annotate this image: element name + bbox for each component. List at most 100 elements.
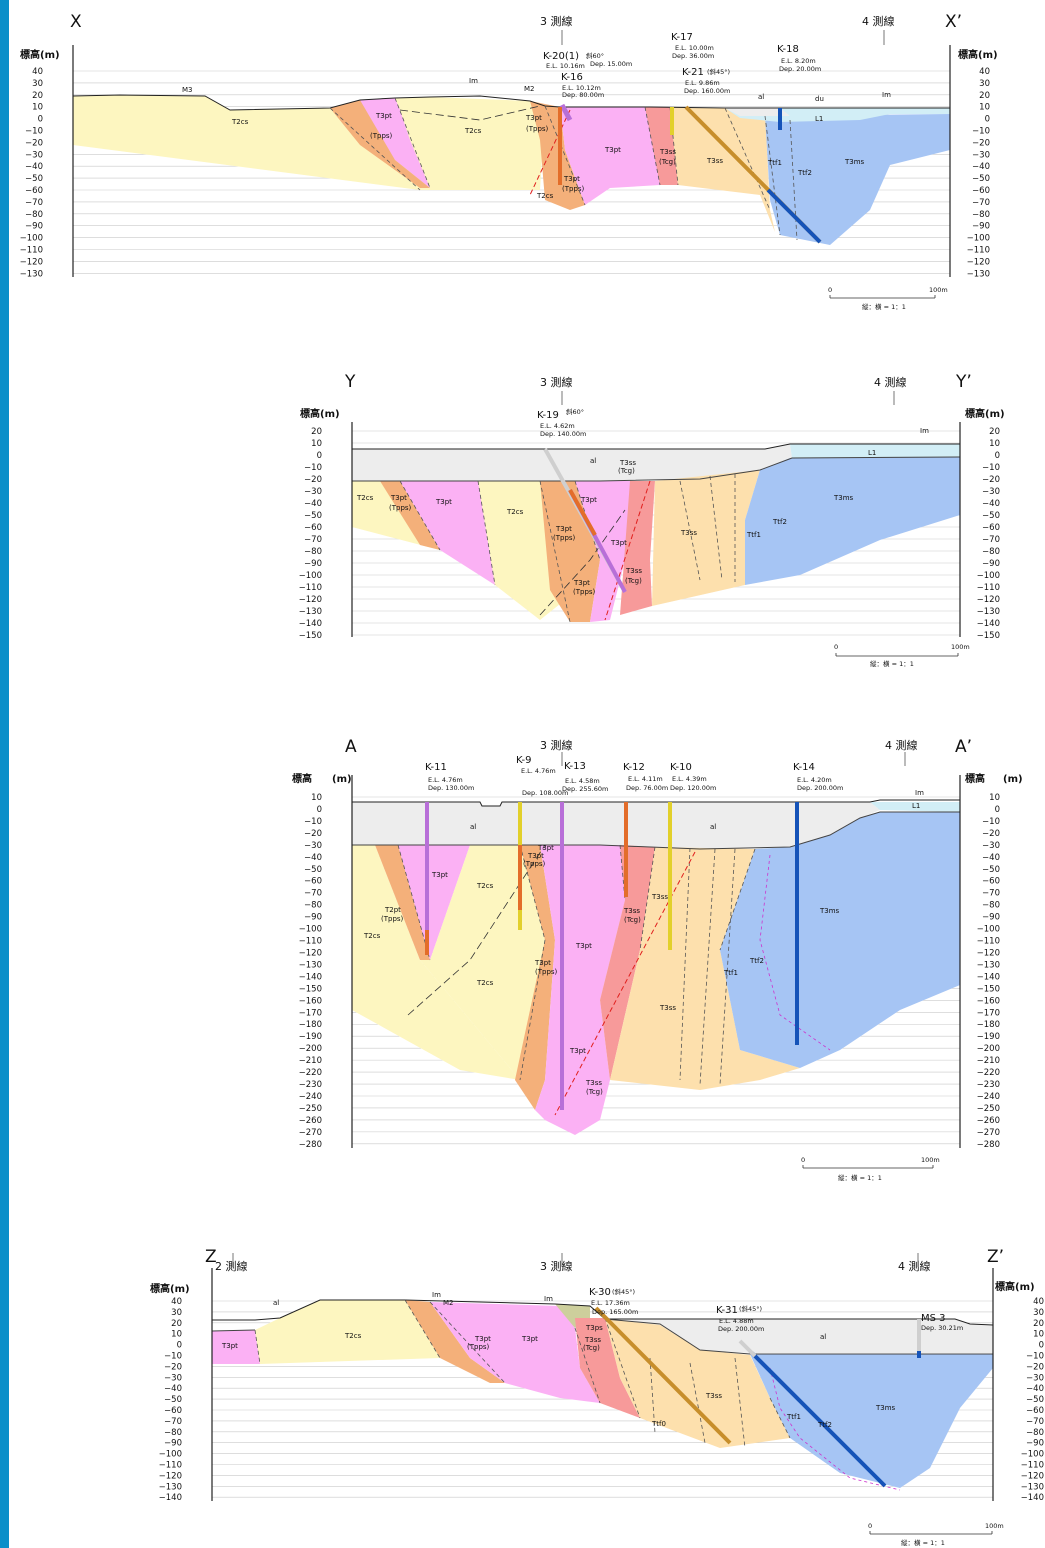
svg-text:Dep. 20.00m: Dep. 20.00m: [779, 65, 821, 73]
tick-label-right: 0: [985, 115, 990, 125]
tick-label-left: −30: [25, 150, 43, 160]
tick-label-right: −130: [967, 269, 990, 279]
svg-text:T2cs: T2cs: [476, 882, 494, 890]
tick-label-right: 10: [989, 439, 1000, 449]
svg-text:E.L. 10.00m: E.L. 10.00m: [675, 44, 714, 52]
unit-label: T3pt: [221, 1342, 238, 1350]
tick-label-right: 30: [979, 79, 990, 89]
svg-text:(Tpps): (Tpps): [526, 125, 549, 133]
svg-text:K-9: K-9: [516, 755, 531, 766]
tick-label-left: −150: [299, 631, 322, 641]
tick-label-left: −100: [299, 571, 322, 581]
unit-T3ms: [765, 114, 950, 245]
tick-label-right: −30: [982, 487, 1000, 497]
borehole-labels: K-11 E.L. 4.76m Dep. 130.00m K-9 E.L. 4.…: [425, 755, 843, 797]
svg-text:E.L. 4.39m: E.L. 4.39m: [672, 775, 707, 783]
tick-label-right: 10: [1033, 1330, 1044, 1340]
tick-label-left: 10: [311, 439, 322, 449]
svg-text:E.L. 4.76m: E.L. 4.76m: [428, 776, 463, 784]
svg-text:Dep. 160.00m: Dep. 160.00m: [684, 87, 730, 95]
scale-text: 100m: [985, 1522, 1004, 1530]
ground-surface: [212, 1299, 994, 1326]
unit-Tpps: [530, 101, 585, 210]
tick-label-right: −250: [977, 1104, 1000, 1114]
tick-label-right: −30: [972, 150, 990, 160]
svg-text:斜60°: 斜60°: [566, 407, 584, 416]
tick-label-left: −90: [164, 1439, 182, 1449]
svg-text:0: 0: [834, 643, 838, 651]
axis-label-left: 標高: [292, 772, 312, 785]
svg-text:T3ss: T3ss: [659, 1004, 676, 1012]
tick-label-left: −10: [25, 127, 43, 137]
tick-label-left: 10: [311, 793, 322, 803]
unit-Tcg: [620, 481, 655, 615]
tick-label-left: −20: [25, 138, 43, 148]
unit-T2cs: [73, 95, 545, 190]
tick-label-right: −170: [977, 1008, 1000, 1018]
svg-text:L1: L1: [912, 802, 920, 810]
svg-text:K-21: K-21: [682, 67, 704, 78]
tick-label-left: −80: [25, 210, 43, 220]
tick-label-right: −100: [1021, 1450, 1044, 1460]
tick-label-right: −90: [982, 559, 1000, 569]
svg-text:K-19: K-19: [537, 410, 559, 421]
tick-label-right: −60: [982, 523, 1000, 533]
tick-label-left: −110: [20, 246, 43, 256]
tick-label-right: −70: [1026, 1417, 1044, 1427]
tick-label-right: −130: [1021, 1482, 1044, 1492]
svg-text:T3pt: T3pt: [563, 175, 580, 183]
tick-label-right: −60: [972, 186, 990, 196]
tick-label-right: −100: [977, 571, 1000, 581]
borehole-label: Dep. 30.21m: [921, 1324, 963, 1332]
tick-label-right: −160: [977, 996, 1000, 1006]
svg-text:Dep. 76.00m: Dep. 76.00m: [626, 784, 668, 792]
tick-label-right: −40: [1026, 1384, 1044, 1394]
unit-T3ms: [745, 457, 960, 585]
tick-label-left: −120: [299, 948, 322, 958]
tick-label-left: 20: [171, 1319, 182, 1329]
tick-label-left: 0: [177, 1341, 182, 1351]
axis-label-left: 標高(m): [300, 407, 340, 420]
svg-text:Dep. 255.60m: Dep. 255.60m: [562, 785, 608, 793]
tick-label-left: −160: [299, 996, 322, 1006]
section-label-right: Y’: [955, 372, 972, 392]
fault-line-dashed: [539, 509, 626, 616]
svg-text:T3pt: T3pt: [610, 539, 627, 547]
svg-text:T3pt: T3pt: [390, 494, 407, 502]
tick-label-right: −80: [972, 210, 990, 220]
tick-label-left: −130: [159, 1482, 182, 1492]
tick-label-right: 20: [1033, 1319, 1044, 1329]
scale-text: 0: [868, 1522, 872, 1530]
svg-text:T3ss: T3ss: [651, 893, 668, 901]
borehole-label: (斜45°): [739, 1304, 762, 1313]
tick-label-right: −120: [977, 595, 1000, 605]
borehole-label: K-30: [589, 1287, 611, 1298]
tick-label-left: −60: [25, 186, 43, 196]
svg-text:E.L. 10.16m: E.L. 10.16m: [546, 62, 585, 70]
svg-text:al: al: [590, 457, 596, 465]
tick-label-left: −60: [304, 877, 322, 887]
tick-label-left: −180: [299, 1020, 322, 1030]
tick-label-right: −10: [982, 817, 1000, 827]
tick-label-right: −100: [977, 925, 1000, 935]
svg-text:(Tpps): (Tpps): [370, 132, 393, 140]
tick-label-right: −120: [967, 257, 990, 267]
svg-text:Ttf1: Ttf1: [723, 969, 738, 977]
tick-label-left: −130: [299, 960, 322, 970]
survey-line-4: 4 測線: [874, 375, 907, 389]
tick-label-right: −60: [1026, 1406, 1044, 1416]
unit-Tpps: [405, 1300, 505, 1383]
unit-al: [725, 108, 790, 116]
unit-label: (Tcg): [583, 1344, 600, 1352]
tick-label-left: −250: [299, 1104, 322, 1114]
svg-text:E.L. 4.76m: E.L. 4.76m: [521, 767, 556, 775]
svg-text:K-16: K-16: [561, 72, 583, 83]
svg-text:0: 0: [828, 286, 832, 294]
tick-label-left: −70: [304, 889, 322, 899]
unit-label: T2cs: [344, 1332, 362, 1340]
tick-label-right: −20: [972, 138, 990, 148]
tick-label-left: −240: [299, 1092, 322, 1102]
